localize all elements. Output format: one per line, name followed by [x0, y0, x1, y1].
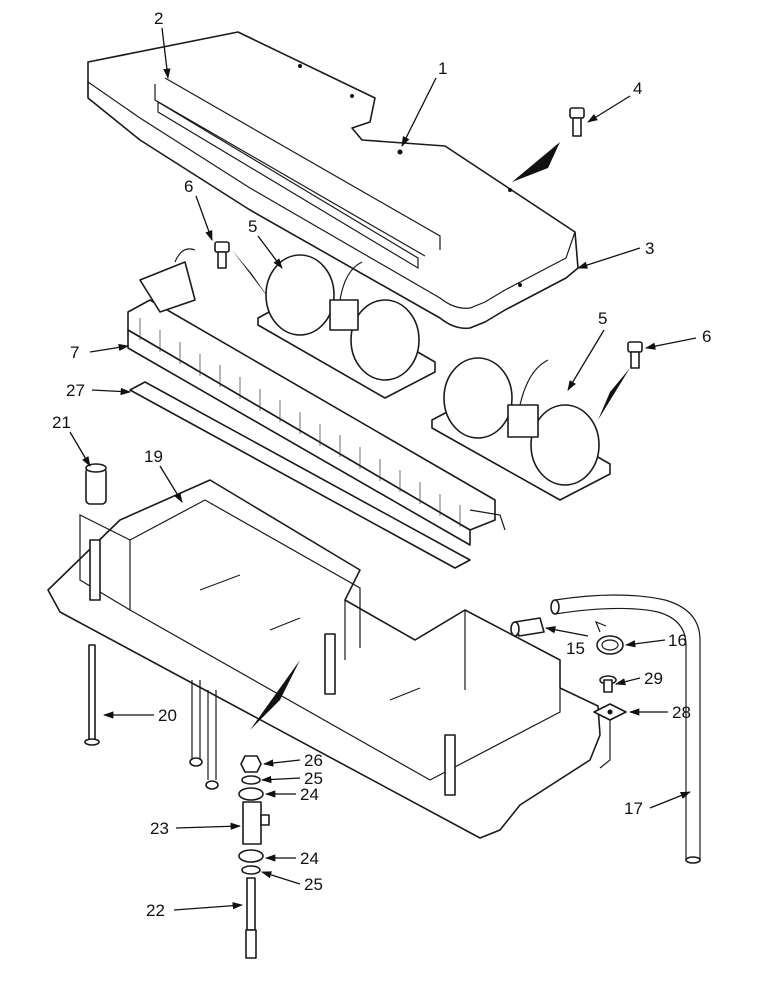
clamp-16 — [594, 620, 624, 655]
label-24-lower: 24 — [300, 849, 319, 868]
label-19: 19 — [144, 447, 163, 466]
label-27: 27 — [66, 381, 85, 400]
callout-labels: 1 2 3 4 5 5 6 6 7 27 21 19 20 26 25 24 2… — [52, 9, 711, 920]
label-5-lower: 5 — [598, 309, 607, 328]
hose-17 — [550, 594, 701, 864]
housing-tray — [47, 479, 601, 839]
label-16: 16 — [668, 631, 687, 650]
label-26: 26 — [304, 751, 323, 770]
sealing-strip — [129, 381, 471, 569]
label-5-upper: 5 — [248, 217, 257, 236]
label-28: 28 — [672, 703, 691, 722]
label-6-right: 6 — [702, 327, 711, 346]
label-15: 15 — [566, 639, 585, 658]
label-25-lower: 25 — [304, 875, 323, 894]
label-24-upper: 24 — [300, 785, 319, 804]
leader-lines — [69, 27, 697, 911]
drain-valve-assembly — [238, 755, 270, 959]
blower-motor-lower — [431, 357, 611, 501]
label-20: 20 — [158, 706, 177, 725]
label-6-left: 6 — [184, 177, 193, 196]
screw-4 — [569, 107, 585, 137]
label-7: 7 — [70, 343, 79, 362]
fitting-15 — [510, 617, 545, 637]
label-29: 29 — [644, 669, 663, 688]
heater-core — [127, 248, 506, 546]
blower-motor-upper — [257, 254, 436, 399]
label-3: 3 — [645, 239, 654, 258]
label-23: 23 — [150, 819, 169, 838]
label-22: 22 — [146, 901, 165, 920]
label-4: 4 — [633, 79, 642, 98]
label-17: 17 — [624, 799, 643, 818]
screw-6-left — [214, 241, 270, 300]
label-2: 2 — [154, 9, 163, 28]
long-rod-20 — [84, 644, 100, 746]
bolt-29 — [599, 675, 617, 693]
label-1: 1 — [438, 59, 447, 78]
bracket-28 — [593, 703, 627, 769]
cap-21 — [85, 463, 107, 505]
screw-6-right — [598, 341, 643, 420]
label-21: 21 — [52, 413, 71, 432]
top-cover-panel — [87, 31, 579, 330]
label-25-upper: 25 — [304, 769, 323, 788]
heater-core-fins — [139, 318, 461, 527]
drain-hoses — [189, 680, 219, 790]
